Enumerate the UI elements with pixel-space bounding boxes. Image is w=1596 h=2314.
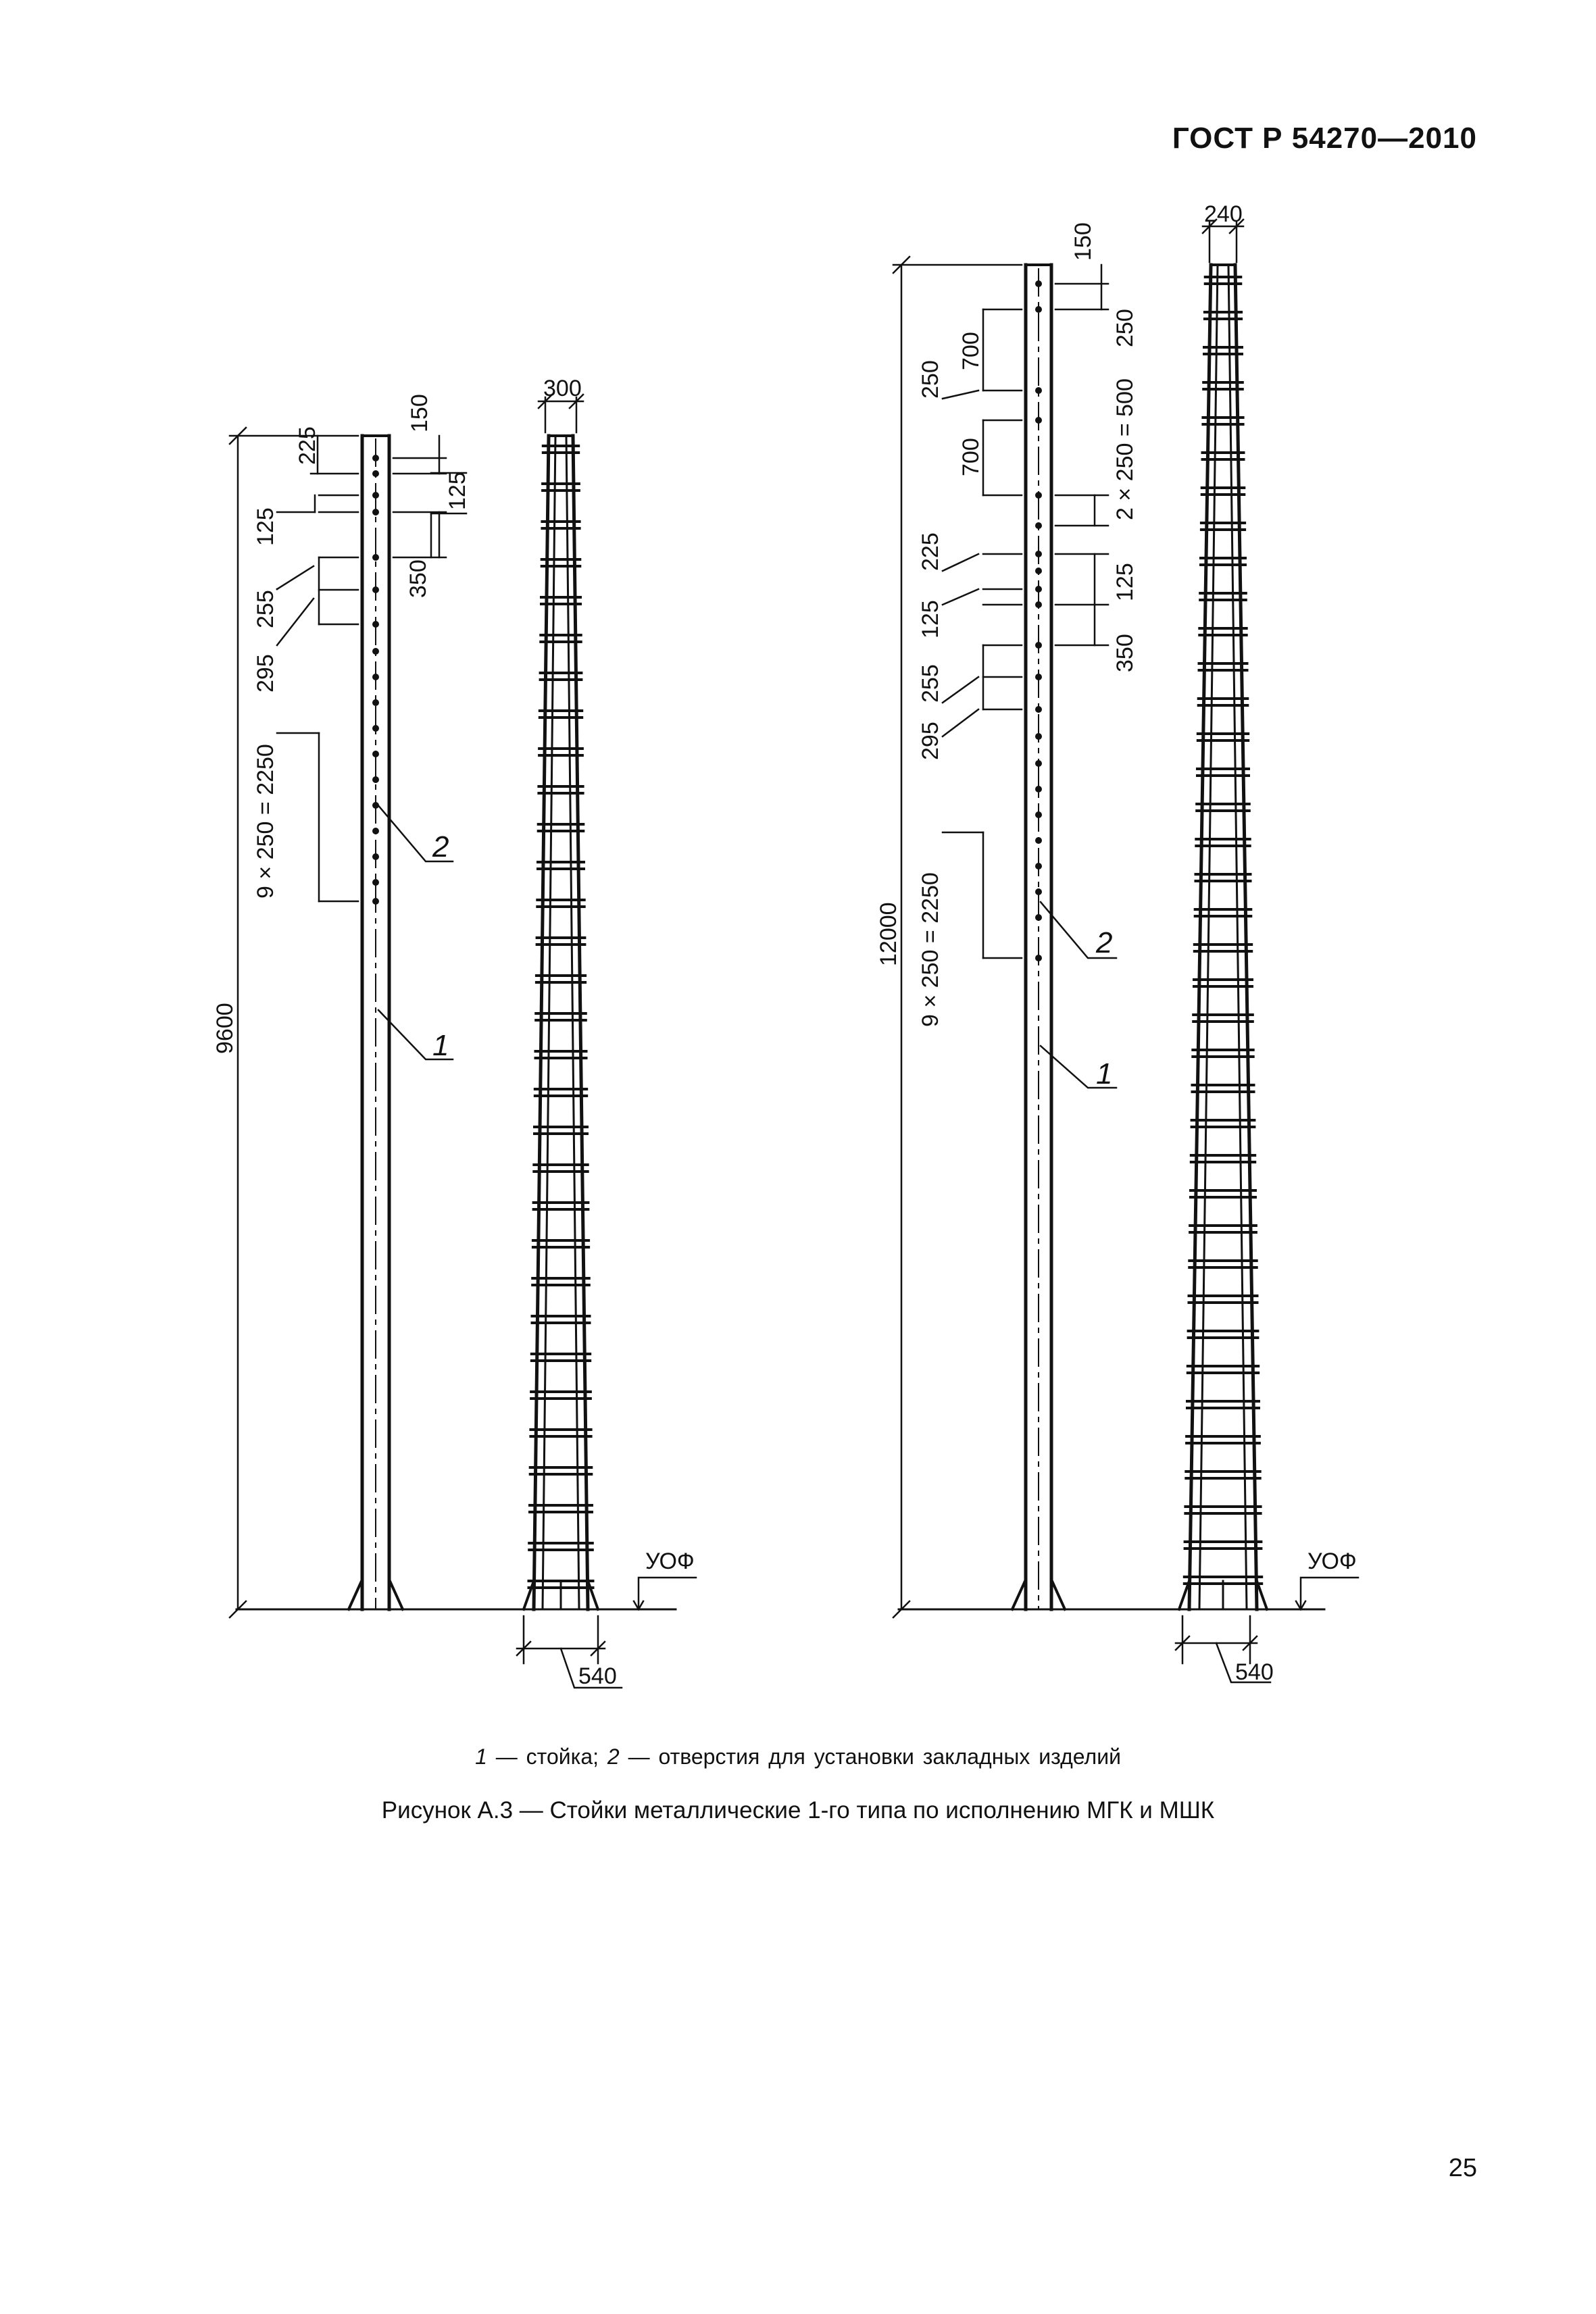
figure-caption: Рисунок А.3 — Стойки металлические 1-го … [381,1797,1215,1823]
right-callout-2: 2 [1095,926,1112,959]
right-height-label: 12000 [876,902,901,966]
left-height-label: 9600 [212,1003,238,1054]
right-dim-700a: 700 [958,332,984,370]
left-dim-125: 125 [445,472,470,510]
left-dim-225: 225 [295,426,320,465]
left-top-width-label: 300 [543,376,582,401]
right-dim-700b: 700 [958,438,984,476]
right-pole-right-dims [1054,263,1109,647]
right-dim-125: 125 [1112,563,1138,601]
left-pole-left-dims [276,434,359,903]
right-holes [1035,280,1042,961]
right-lattice-rungs [1182,276,1264,1585]
standard-header: ГОСТ Р 54270—2010 [1172,122,1477,155]
right-level-label: УОФ [1307,1549,1357,1574]
right-base-width-label: 540 [1235,1659,1274,1685]
figure-legend: 1 — стойка; 2 — отверстия для установки … [0,1744,1596,1769]
left-lattice-tower [499,434,677,1611]
left-callout-leaders [376,803,454,1061]
left-holes [372,455,379,905]
legend-text-1: — стойка; [487,1744,607,1769]
left-pole-right-dims [392,434,468,559]
left-height-dimension [228,426,359,1619]
left-tower-dims [516,393,697,1689]
right-dim-295: 295 [918,722,943,760]
right-dim-9x250: 9 × 250 = 2250 [918,872,943,1027]
right-dim-350: 350 [1112,634,1138,672]
left-dim-125b: 125 [253,507,278,546]
right-dim-125b: 125 [918,600,943,638]
left-dim-150: 150 [407,394,432,432]
left-dim-9x250: 9 × 250 = 2250 [253,744,278,899]
right-callout-1: 1 [1096,1057,1112,1090]
left-lattice-rungs [527,445,595,1589]
right-dim-250: 250 [1112,309,1138,347]
right-dim-255: 255 [918,664,943,703]
left-dim-350: 350 [405,559,431,598]
right-height-dimension [892,255,1023,1619]
left-base-width-label: 540 [578,1663,617,1689]
technical-drawing: 9600 300 540 УОФ 150 125 350 225 125 255… [212,201,1360,1689]
right-top-width-label: 240 [1204,201,1243,227]
legend-num-1: 1 [475,1744,487,1769]
left-callout-2: 2 [432,830,449,863]
right-tower-dims [1174,218,1360,1684]
right-dim-150: 150 [1070,222,1096,261]
legend-text-2: — отверстия для установки закладных изде… [619,1744,1121,1769]
left-dim-255: 255 [253,590,278,628]
right-dim-250b: 250 [918,360,943,399]
right-callout-leaders [1039,901,1118,1089]
legend-num-2: 2 [607,1744,620,1769]
right-dim-225: 225 [918,532,943,571]
right-dim-2x250: 2 × 250 = 500 [1112,378,1138,520]
left-pole-side-view [235,434,515,1611]
right-pole-left-dims [941,308,1023,959]
page-number: 25 [1448,2154,1477,2182]
left-dim-295: 295 [253,654,278,693]
left-level-label: УОФ [645,1549,695,1574]
left-callout-1: 1 [432,1029,449,1062]
